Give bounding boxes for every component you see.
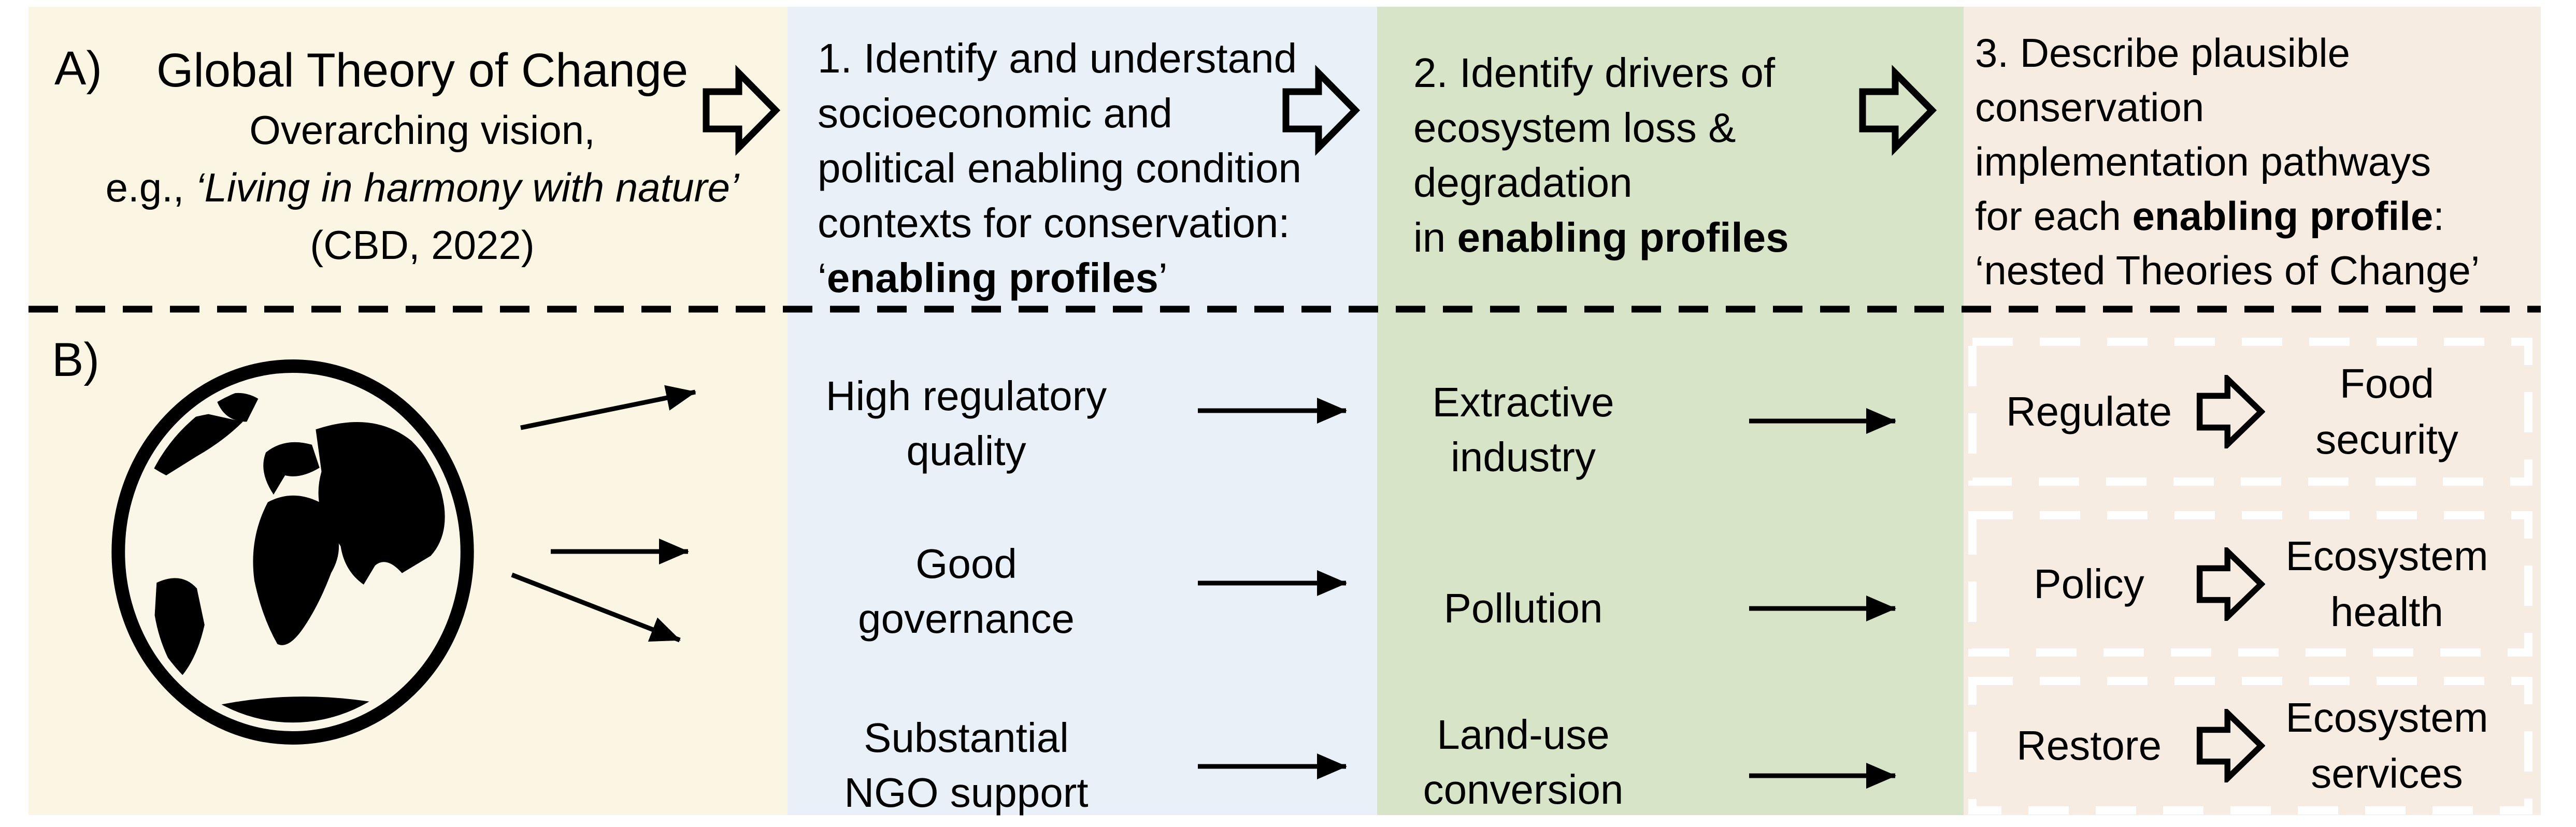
pathway-box-policy: Policy Ecosystem health [1972,515,2528,652]
step3-heading: 3. Describe plausible conservation imple… [1975,26,2539,298]
step1-line2: socioeconomic and [818,90,1172,136]
pathway-box-restore: Restore Ecosystem services [1972,681,2528,810]
step1-line1: 1. Identify and understand [818,35,1297,81]
step1-quote-open: ‘ [818,255,827,301]
step2-line3: degradation [1413,159,1633,206]
section-a-label: A) [54,42,102,95]
step3-line4-colon: : [2433,193,2444,239]
driver-pollution: Pollution [1443,585,1603,631]
step3-enabling-profile: enabling profile [2132,193,2434,239]
step3-line2: conservation [1975,84,2205,130]
overarching-vision-line: Overarching vision, [249,107,595,153]
block-arrow-icon [2196,375,2265,448]
step2-heading: 2. Identify drivers of ecosystem loss & … [1413,46,1963,265]
step1-quote-close: ’ [1158,255,1168,301]
pathway-outcome: Ecosystem health [2285,532,2488,635]
step1-heading: 1. Identify and understand socioeconomic… [818,31,1372,306]
step2-line4: in enabling profiles [1413,210,1963,265]
vision-example-quote: ‘Living in harmony with nature’ [195,165,739,210]
step1-line3: political enabling condition [818,145,1301,191]
condition-substantial-ngo-support: Substantial NGO support [844,715,1089,816]
driver-land-use-conversion: Land-use conversion [1423,712,1624,813]
global-theory-heading: Global Theory of Change Overarching visi… [49,39,795,274]
pathway-outcome: Food security [2315,360,2458,462]
step3-line4: for each enabling profile: [1975,189,2539,243]
vision-example-prefix: e.g., [105,165,196,210]
pathway-outcome: Ecosystem services [2285,694,2488,796]
step1-line4: contexts for conservation: [818,200,1290,246]
step2-line2: ecosystem loss & [1413,105,1736,151]
step3-line3: implementation pathways [1975,139,2431,184]
condition-good-governance: Good governance [857,541,1075,642]
vision-citation: (CBD, 2022) [310,222,535,268]
pathway-action: Regulate [2006,388,2172,434]
block-arrow-icon [2196,547,2265,621]
step3-line4-prefix: for each [1975,193,2133,239]
pathway-action: Policy [2034,560,2144,607]
step3-line1: 3. Describe plausible [1975,30,2351,76]
driver-extractive-industry: Extractive industry [1432,379,1614,480]
step2-line1: 2. Identify drivers of [1413,50,1776,96]
step2-enabling-profiles: enabling profiles [1457,214,1789,260]
section-b-label: B) [52,333,99,386]
vision-example-line: e.g., ‘Living in harmony with nature’ [49,159,795,216]
step1-line5: ‘enabling profiles’ [818,251,1372,306]
pathway-box-regulate: Regulate Food security [1972,342,2528,482]
pathway-action: Restore [2016,722,2162,768]
condition-high-regulatory-quality: High regulatory quality [825,373,1107,474]
step2-line4-prefix: in [1413,214,1457,260]
step1-enabling-profiles: enabling profiles [826,255,1158,301]
globe-continents [133,393,445,723]
block-arrow-icon [2196,709,2265,782]
global-theory-title: Global Theory of Change [156,44,689,97]
globe-icon [111,359,474,745]
step3-line5: ‘nested Theories of Change’ [1975,248,2480,293]
